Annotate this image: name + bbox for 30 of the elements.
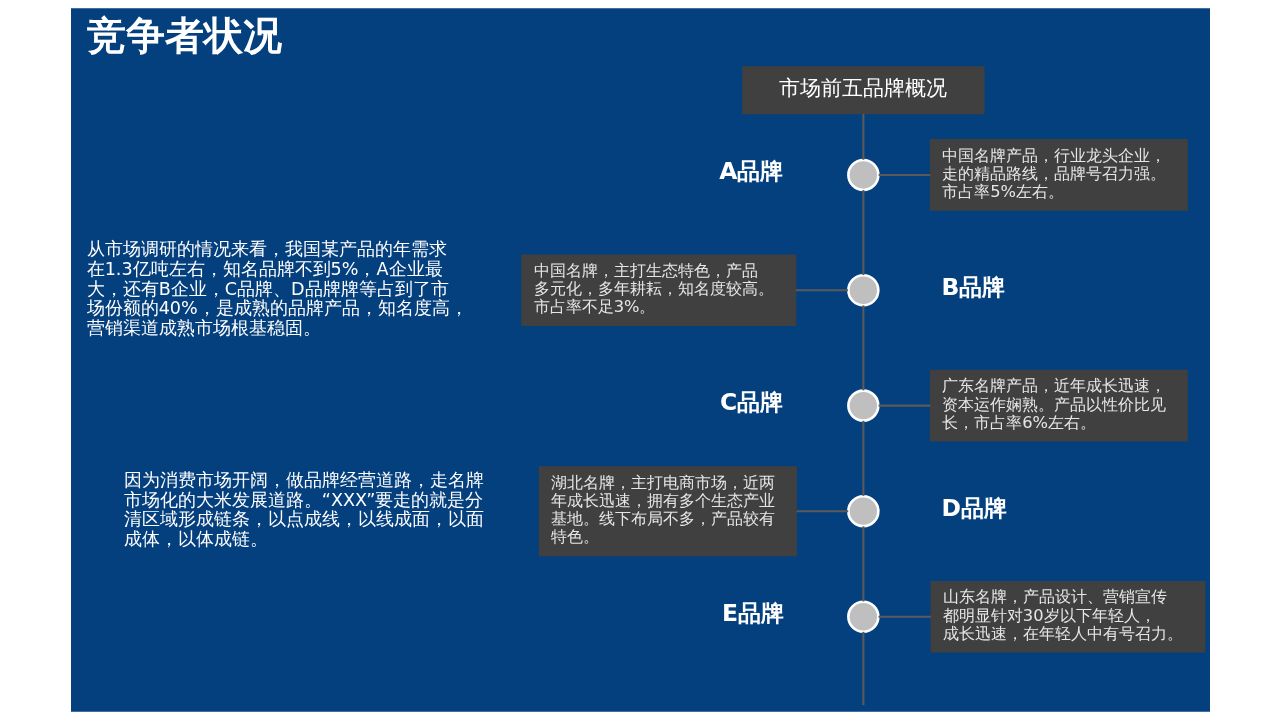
label: 从市场调研的情况来看，我国某产品的年需求在1.3亿吨左右，知名品牌不到5%，A企业最大，还有B企业，C品牌、D品牌牌等占到了市场份额的40%，是成熟的品牌产品，知名度高，营销渠道成熟市场根基稳固。 bbox=[86, 239, 468, 338]
connector bbox=[861, 305, 864, 391]
node-label: A品牌 bbox=[718, 157, 783, 186]
node-box: 山东名牌，产品设计、营销宣传都明显针对30岁以下年轻人，成长迅速，在年轻人中有号召力。 bbox=[929, 580, 1205, 653]
connector bbox=[878, 173, 930, 176]
connector bbox=[796, 510, 848, 513]
node-box: 市场前五品牌概况 bbox=[741, 66, 985, 115]
diagram-title: 竞争者状况 bbox=[86, 12, 282, 58]
node-box: 湖北名牌，主打电商市场，近两年成长迅速，拥有多个生态产业基地。线下布局不多，产品较有特色。 bbox=[538, 466, 797, 557]
node-label: E品牌 bbox=[721, 599, 784, 628]
node-label: B品牌 bbox=[941, 272, 1005, 301]
node-circle bbox=[846, 389, 880, 422]
connector bbox=[861, 114, 864, 160]
connector bbox=[861, 190, 864, 276]
node-circle bbox=[846, 274, 880, 307]
connector bbox=[861, 420, 864, 496]
connector bbox=[878, 404, 930, 407]
node-box: 中国名牌产品，行业龙头企业，走的精品路线，品牌号召力强。市占率5%左右。 bbox=[929, 139, 1188, 211]
connector bbox=[878, 615, 931, 618]
connector bbox=[861, 526, 864, 602]
connector bbox=[795, 289, 848, 292]
node-circle bbox=[846, 158, 880, 192]
node-circle bbox=[846, 600, 880, 634]
node-box: 中国名牌，主打生态特色，产品多元化，多年耕耘，知名度较高。市占率不足3%。 bbox=[520, 254, 796, 327]
node-label: D品牌 bbox=[941, 493, 1007, 522]
node-circle bbox=[846, 494, 880, 528]
connector bbox=[861, 631, 864, 706]
node-label: C品牌 bbox=[719, 388, 783, 417]
node-box: 广东名牌产品，近年成长迅速，资本运作娴熟。产品以性价比见长，市占率6%左右。 bbox=[929, 369, 1188, 442]
label: 因为消费市场开阔，做品牌经营道路，走名牌市场化的大米发展道路。“XXX”要走的就是分清区域形成链条，以点成线，以线成面，以面成体，以体成链。 bbox=[123, 470, 484, 549]
